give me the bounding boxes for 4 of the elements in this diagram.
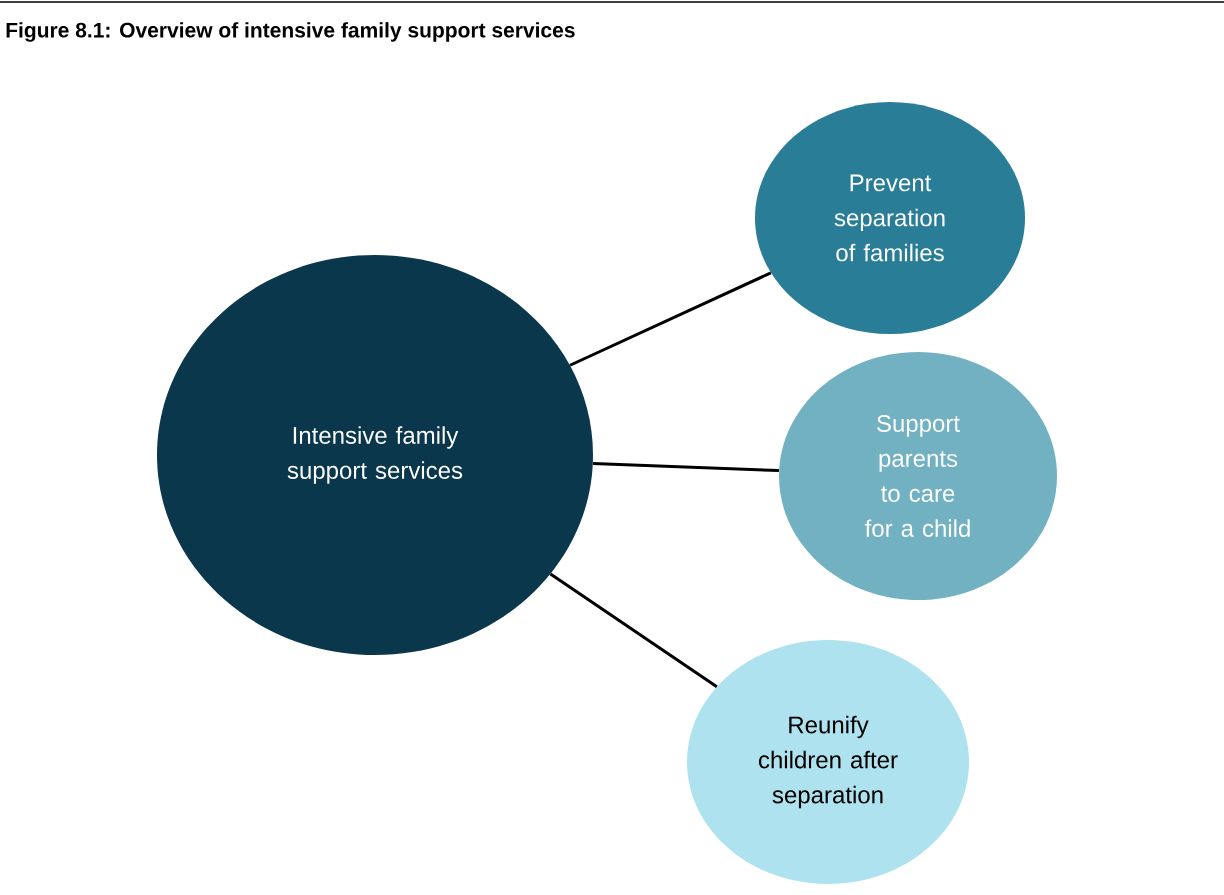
- connector-line: [569, 271, 772, 367]
- figure-title: Figure 8.1: Overview of intensive family support services: [6, 22, 575, 42]
- connector-line: [549, 572, 718, 688]
- connector-line: [592, 461, 779, 473]
